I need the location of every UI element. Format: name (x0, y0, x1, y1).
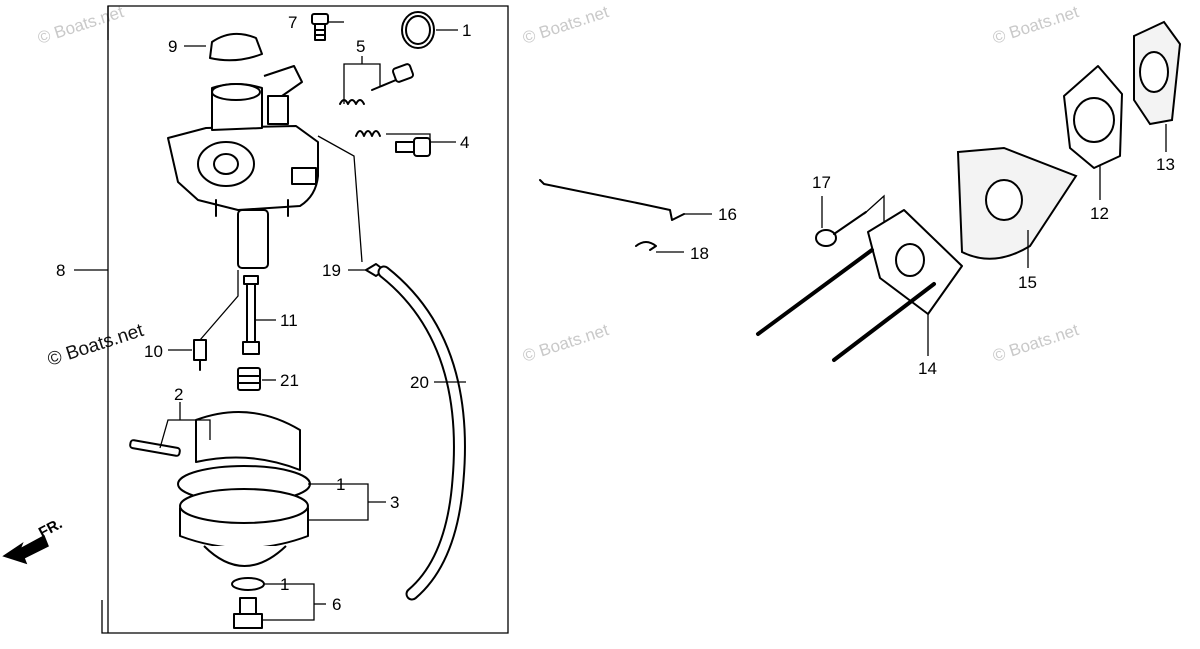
callout-2: 2 (174, 385, 183, 404)
watermark: © Boats.net (45, 320, 147, 371)
rod-clip-part (635, 241, 657, 251)
cap-part (209, 32, 263, 62)
throttle-stop-screw-part (355, 130, 431, 157)
drain-bolt-part (231, 577, 265, 629)
float-chamber-part (177, 465, 311, 567)
main-nozzle-part (242, 275, 260, 355)
watermark: © Boats.net (990, 320, 1081, 366)
callout-21: 21 (280, 371, 299, 390)
float-part (195, 411, 301, 471)
callout-7: 7 (288, 13, 297, 32)
callout-8: 8 (56, 261, 65, 280)
carburetor-body (167, 65, 319, 269)
callout-1: 1 (280, 575, 289, 594)
callout-12: 12 (1090, 204, 1109, 223)
float-needle-part (193, 339, 207, 371)
pilot-screw-part (339, 63, 415, 105)
insulator-part (756, 209, 963, 362)
callout-18: 18 (690, 244, 709, 263)
callout-5: 5 (356, 37, 365, 56)
callout-13: 13 (1156, 155, 1175, 174)
callout-14: 14 (918, 359, 937, 378)
screw-17-part (815, 211, 867, 247)
float-pin-part (129, 439, 181, 457)
callout-10: 10 (144, 342, 163, 361)
throttle-rod-part (539, 179, 685, 221)
callout-4: 4 (460, 133, 469, 152)
watermark: © Boats.net (990, 2, 1081, 48)
callout-6: 6 (332, 595, 341, 614)
main-jet-part (237, 367, 261, 391)
callout-3: 3 (390, 493, 399, 512)
front-direction-marker: FR. (2, 515, 65, 565)
callout-20: 20 (410, 373, 429, 392)
flange-part (1063, 65, 1123, 169)
leader-lines (74, 21, 1167, 621)
watermark: © Boats.net (35, 2, 126, 48)
callout-11: 11 (280, 311, 298, 330)
callout-16: 16 (718, 205, 737, 224)
callout-1: 1 (336, 475, 345, 494)
callout-9: 9 (168, 37, 177, 56)
watermark: © Boats.net (520, 2, 611, 48)
screw-part (311, 13, 329, 41)
callout-17: 17 (812, 173, 831, 192)
callout-19: 19 (322, 261, 341, 280)
o-ring-part (401, 11, 435, 49)
watermark: © Boats.net (520, 320, 611, 366)
callout-1: 1 (462, 21, 471, 40)
callout-15: 15 (1018, 273, 1037, 292)
